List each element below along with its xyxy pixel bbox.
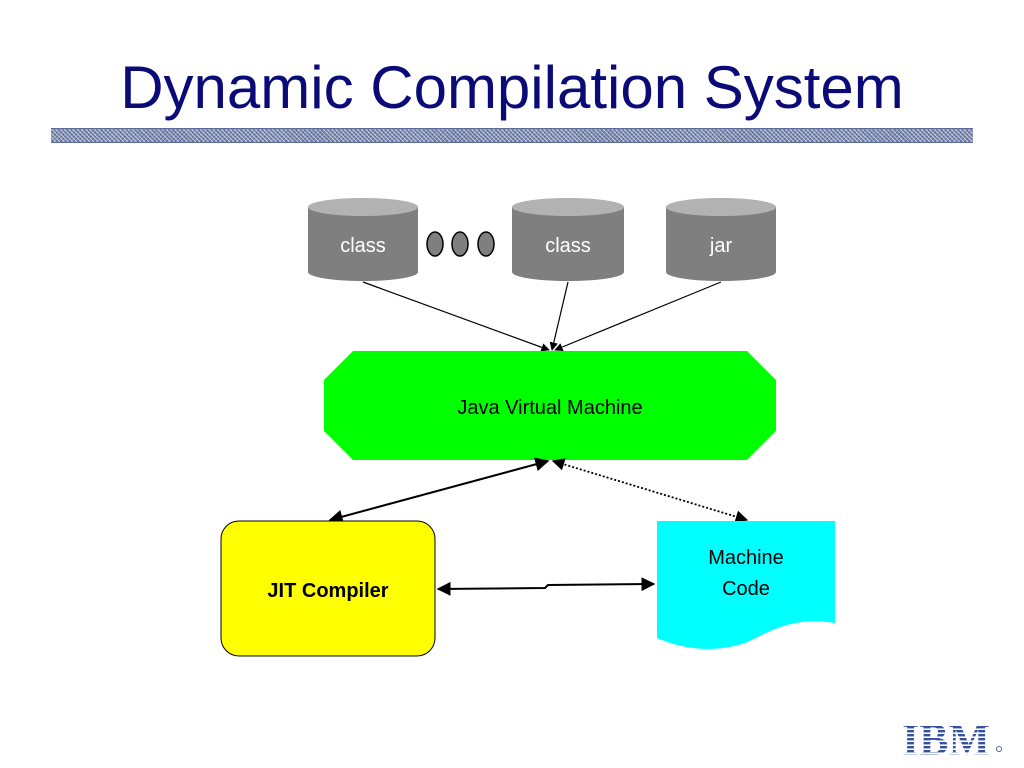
machine-code-label-line2: Code: [722, 578, 770, 600]
cylinder-label: class: [545, 235, 591, 257]
arrow-class2-to-jvm: [549, 281, 569, 351]
jvm-label: Java Virtual Machine: [457, 397, 642, 419]
arrow-jar-to-jvm: [554, 281, 722, 352]
title-divider: [51, 128, 973, 143]
jit-compiler-label: JIT Compiler: [267, 580, 388, 602]
machine-code-document: Machine Code: [657, 521, 835, 650]
machine-code-label-line1: Machine: [708, 547, 784, 569]
arrow-jit-machine-code: [436, 577, 656, 596]
jit-compiler-box: JIT Compiler: [220, 520, 436, 657]
cylinder-label: jar: [709, 235, 733, 257]
arrow-jvm-machine-code: [551, 458, 749, 523]
arrow-class1-to-jvm: [362, 281, 550, 352]
jar-file-cylinder: jar: [666, 198, 776, 281]
ibm-logo: IBM: [902, 715, 1003, 762]
class-file-cylinder-2: class: [512, 198, 624, 281]
ellipsis-dots: [426, 231, 495, 257]
registered-mark-icon: [996, 746, 1003, 753]
slide-title: Dynamic Compilation System: [120, 54, 904, 121]
class-file-cylinder-1: class: [308, 198, 418, 281]
jvm-box: Java Virtual Machine: [324, 351, 776, 460]
arrow-jvm-jit: [328, 457, 550, 524]
cylinder-label: class: [340, 235, 386, 257]
ibm-logo-text: IBM: [902, 715, 990, 762]
